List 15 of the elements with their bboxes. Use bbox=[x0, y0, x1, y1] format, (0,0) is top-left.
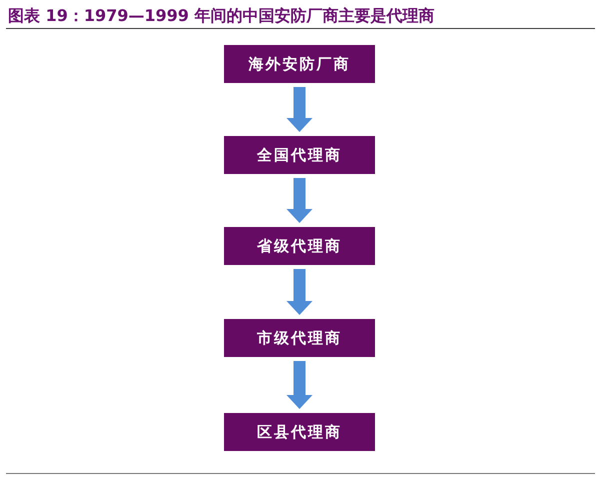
box-label: 全国代理商 bbox=[257, 146, 342, 164]
box-label: 市级代理商 bbox=[257, 328, 342, 348]
arrow bbox=[286, 87, 312, 132]
process-box bbox=[224, 136, 375, 174]
process-box bbox=[224, 413, 375, 451]
process-box bbox=[224, 227, 375, 265]
box-label: 省级代理商 bbox=[257, 236, 342, 256]
box-label: 区县代理商 bbox=[257, 422, 342, 442]
arrow bbox=[286, 178, 312, 223]
process-box bbox=[224, 45, 375, 83]
arrow bbox=[286, 269, 312, 315]
arrow bbox=[286, 361, 312, 409]
box-label: 海外安防厂商 bbox=[248, 54, 350, 74]
chart-title: 图表 19：1979—1999 年间的中国安防厂商主要是代理商 bbox=[8, 6, 434, 26]
process-box bbox=[224, 319, 375, 357]
